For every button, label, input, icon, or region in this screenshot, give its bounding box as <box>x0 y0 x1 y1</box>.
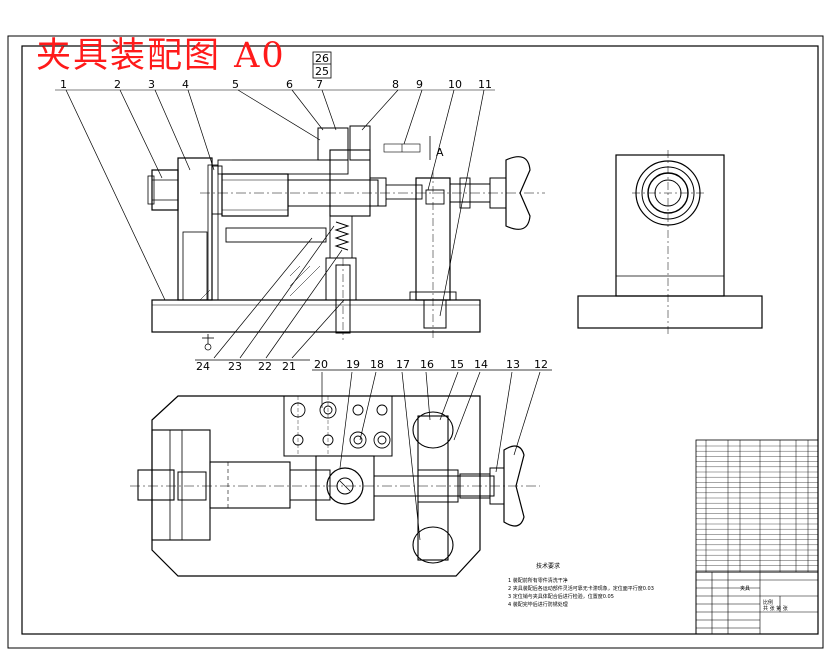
part-number-14: 14 <box>474 358 488 371</box>
part-number-21: 21 <box>282 360 296 373</box>
part-number-9: 9 <box>416 78 423 91</box>
leaders-top <box>65 89 485 317</box>
part-number-12: 12 <box>534 358 548 371</box>
part-number-18: 18 <box>370 358 384 371</box>
part-number-11: 11 <box>478 78 492 91</box>
part-number-3: 3 <box>148 78 155 91</box>
part-number-4: 4 <box>182 78 189 91</box>
tech-heading: 技术要求 <box>536 562 560 570</box>
side-view <box>577 150 763 336</box>
frame-mark-top: 26 <box>315 52 329 65</box>
part-number-10: 10 <box>448 78 462 91</box>
sheet-label: 共 张 第 张 <box>763 605 788 612</box>
part-number-7: 7 <box>316 78 323 91</box>
front-view: A <box>147 125 545 351</box>
parts-list-table <box>695 439 819 573</box>
top-view <box>130 395 540 577</box>
tech-item-3: 3 定位销与夹具体配合后进行检验，位置度0.05 <box>508 593 614 600</box>
part-number-17: 17 <box>396 358 410 371</box>
part-number-22: 22 <box>258 360 272 373</box>
frame-marks: 26 25 <box>312 51 332 79</box>
tech-item-4: 4 装配完毕后进行防锈处理 <box>508 601 568 608</box>
section-mark: A <box>436 146 444 159</box>
part-number-8: 8 <box>392 78 399 91</box>
drawing-name: 夹具 <box>740 585 750 592</box>
part-number-15: 15 <box>450 358 464 371</box>
frame-mark-bottom: 25 <box>315 65 329 78</box>
part-number-5: 5 <box>232 78 239 91</box>
part-numbers-mid: 24 23 22 21 <box>196 360 296 373</box>
tech-item-1: 1 装配前所有零件清洗干净 <box>508 577 568 584</box>
part-numbers-bottom: 20 19 18 17 16 15 14 13 12 <box>314 358 548 371</box>
outer-border <box>7 35 824 649</box>
part-number-20: 20 <box>314 358 328 371</box>
tech-requirements: 技术要求 1 装配前所有零件清洗干净 2 夹具装配后各运动部件灵活可靠无卡滞现象… <box>508 562 654 608</box>
part-number-19: 19 <box>346 358 360 371</box>
leaders-bottom <box>312 369 552 541</box>
title-block: 夹具 比例 共 张 第 张 <box>695 571 819 635</box>
part-number-13: 13 <box>506 358 520 371</box>
part-number-24: 24 <box>196 360 210 373</box>
inner-border <box>21 45 819 635</box>
part-number-1: 1 <box>60 78 67 91</box>
part-numbers-top: 1 2 3 4 5 6 7 8 9 10 11 <box>60 78 492 91</box>
part-number-23: 23 <box>228 360 242 373</box>
drawing-title: 夹具装配图 A0 <box>36 36 286 76</box>
scale-label: 比例 <box>763 599 773 606</box>
part-number-16: 16 <box>420 358 434 371</box>
part-number-6: 6 <box>286 78 293 91</box>
part-number-2: 2 <box>114 78 121 91</box>
tech-item-2: 2 夹具装配后各运动部件灵活可靠无卡滞现象，定位面平行度0.03 <box>508 585 654 592</box>
leaders-mid <box>195 225 345 361</box>
